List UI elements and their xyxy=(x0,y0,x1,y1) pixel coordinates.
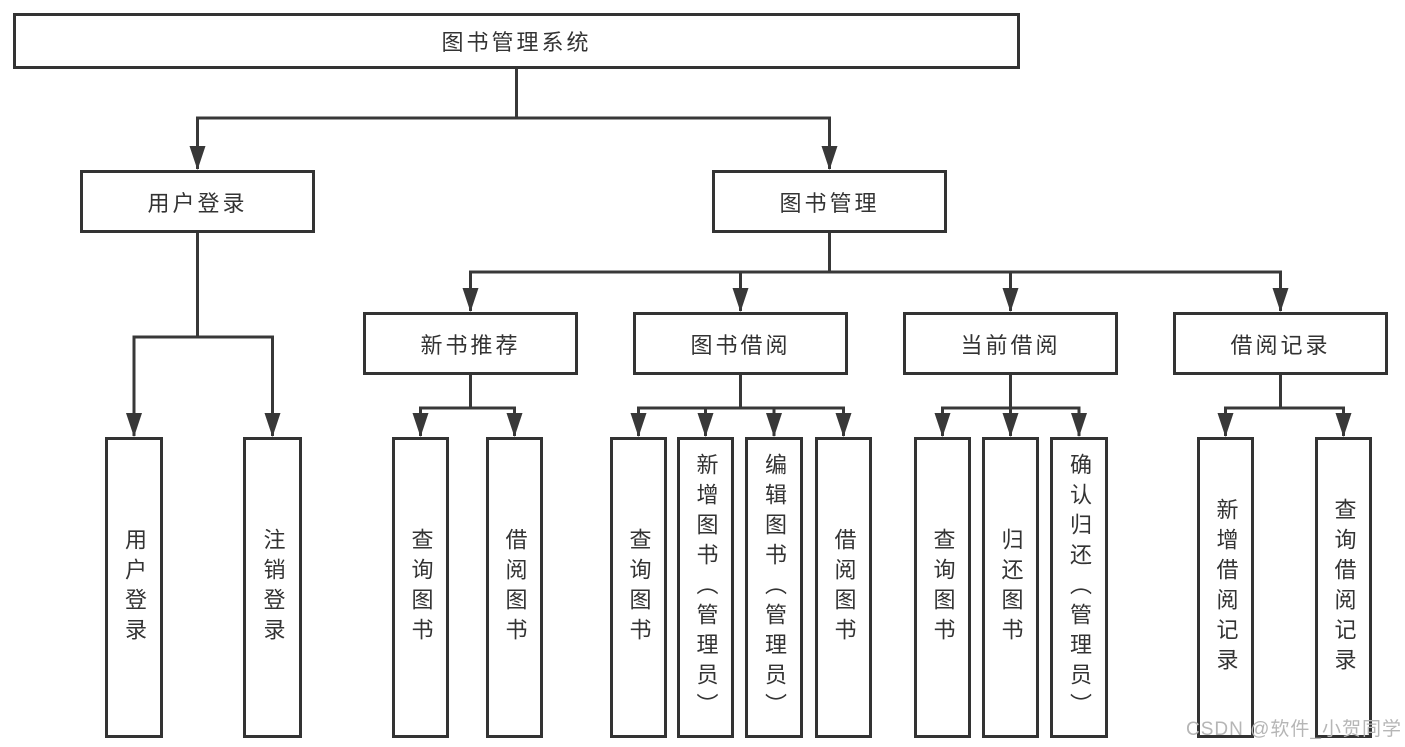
leaf-add-borrow-record-label: 新增借阅记录 xyxy=(1213,497,1239,678)
leaf-logout-label: 注销登录 xyxy=(260,527,286,648)
node-new-book-recommendation-label: 新书推荐 xyxy=(420,332,521,358)
node-borrowing-records: 借阅记录 xyxy=(1173,312,1388,375)
node-new-book-recommendation: 新书推荐 xyxy=(363,312,578,375)
leaf-query-books-borrowing: 查询图书 xyxy=(610,437,667,738)
node-user-login-label: 用户登录 xyxy=(147,190,248,216)
leaf-add-borrow-record: 新增借阅记录 xyxy=(1197,437,1254,738)
leaf-borrow-books-recommend: 借阅图书 xyxy=(486,437,543,738)
leaf-query-books-borrowing-label: 查询图书 xyxy=(626,527,652,648)
node-current-borrowing: 当前借阅 xyxy=(903,312,1118,375)
node-user-login: 用户登录 xyxy=(80,170,315,233)
node-book-borrowing-label: 图书借阅 xyxy=(690,332,791,358)
leaf-borrow-books-recommend-label: 借阅图书 xyxy=(502,527,528,648)
leaf-query-borrow-record: 查询借阅记录 xyxy=(1315,437,1372,738)
leaf-edit-book-admin-label: 编辑图书（管理员） xyxy=(762,452,787,723)
node-book-management-label: 图书管理 xyxy=(779,190,880,216)
csdn-watermark: CSDN @软件_小贺同学 xyxy=(1186,719,1402,740)
node-library-management-system: 图书管理系统 xyxy=(13,13,1020,69)
leaf-logout: 注销登录 xyxy=(243,437,302,738)
leaf-query-books-recommend-label: 查询图书 xyxy=(408,527,434,648)
leaf-borrow-books-borrowing-label: 借阅图书 xyxy=(831,527,857,648)
leaf-confirm-return-admin-label: 确认归还（管理员） xyxy=(1067,452,1092,723)
leaf-user-login-label: 用户登录 xyxy=(122,527,147,648)
node-book-borrowing: 图书借阅 xyxy=(633,312,848,375)
leaf-edit-book-admin: 编辑图书（管理员） xyxy=(745,437,803,738)
leaf-return-book-label: 归还图书 xyxy=(998,527,1024,648)
node-current-borrowing-label: 当前借阅 xyxy=(960,332,1061,358)
node-library-management-system-label: 图书管理系统 xyxy=(441,30,592,55)
leaf-borrow-books-borrowing: 借阅图书 xyxy=(815,437,872,738)
node-borrowing-records-label: 借阅记录 xyxy=(1230,332,1331,358)
leaf-query-books-current: 查询图书 xyxy=(914,437,971,738)
leaf-return-book: 归还图书 xyxy=(982,437,1039,738)
leaf-query-borrow-record-label: 查询借阅记录 xyxy=(1331,497,1357,678)
node-book-management: 图书管理 xyxy=(712,170,947,233)
leaf-query-books-current-label: 查询图书 xyxy=(930,527,956,648)
leaf-user-login: 用户登录 xyxy=(105,437,163,738)
leaf-confirm-return-admin: 确认归还（管理员） xyxy=(1050,437,1108,738)
leaf-add-book-admin-label: 新增图书（管理员） xyxy=(693,452,719,723)
leaf-query-books-recommend: 查询图书 xyxy=(392,437,449,738)
leaf-add-book-admin: 新增图书（管理员） xyxy=(677,437,734,738)
